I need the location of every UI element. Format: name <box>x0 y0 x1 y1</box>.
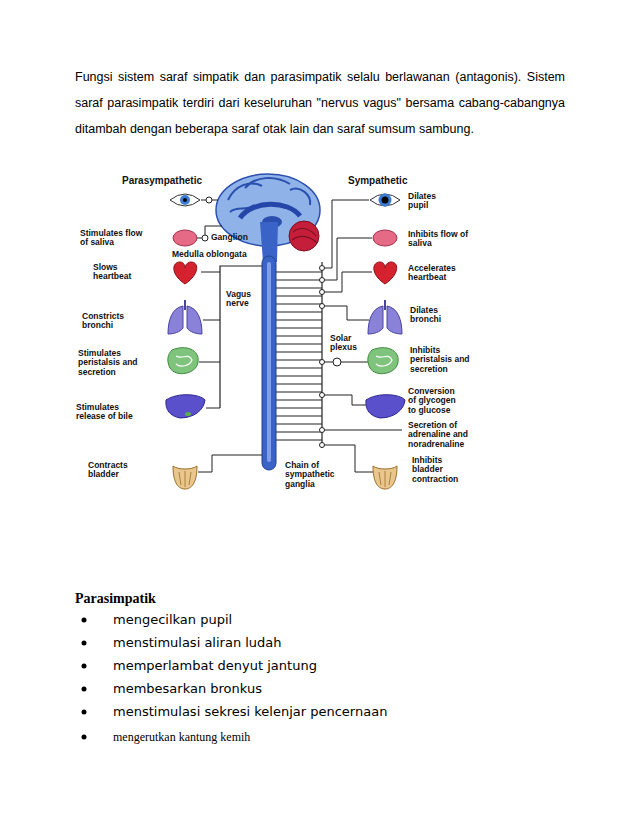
lung <box>368 306 383 334</box>
sympathetic-nerve <box>322 272 372 292</box>
ganglion-dot <box>320 443 325 448</box>
effect-label: Accelerates heartbeat <box>408 264 466 283</box>
cerebellum-fold <box>292 236 317 243</box>
organs-left <box>166 194 205 489</box>
brain-fold <box>228 184 262 200</box>
bullet-dot <box>82 735 87 740</box>
organs-right <box>366 194 405 490</box>
effect-label: Stimulates release of bile <box>76 403 146 422</box>
salivary-gland <box>173 230 197 246</box>
salivary-gland <box>373 230 397 246</box>
bullet-dot <box>82 641 87 646</box>
ganglion-dot <box>202 235 208 241</box>
sympathetic-nerve <box>322 306 369 320</box>
effect-label: Inhibits bladder contraction <box>412 456 464 484</box>
effect-label: Constricts bronchi <box>82 312 142 331</box>
bullet-item: memperlambat denyut jantung <box>113 658 317 674</box>
intestine-coil <box>176 356 192 366</box>
sympathetic-nerve <box>322 395 366 405</box>
iris <box>180 195 190 205</box>
bladder-lines <box>379 471 391 487</box>
liver <box>366 395 405 418</box>
effect-label: Stimulates peristalsis and secretion <box>78 349 142 377</box>
bullet-item: membesarkan bronkus <box>113 681 262 697</box>
brain-fold <box>245 178 290 188</box>
sympathetic-nerve <box>322 362 369 363</box>
brain-fold <box>290 189 310 205</box>
section-heading: Parasimpatik <box>75 591 156 608</box>
bullet-item: mengerutkan kantung kemih <box>113 730 250 744</box>
bladder <box>373 466 397 489</box>
bullet-item: mengecilkan pupil <box>113 612 232 628</box>
effect-label: Inhibits peristalsis and secretion <box>410 346 474 374</box>
side-heading: Sympathetic <box>348 175 407 186</box>
liver <box>166 395 205 418</box>
ganglion-dot <box>320 290 325 295</box>
ganglion-dot <box>320 428 325 433</box>
bullet-item: menstimulasi sekresi kelenjar pencernaan <box>113 704 387 720</box>
effect-label: Inhibits flow of saliva <box>408 230 470 249</box>
parasympathetic-nerve <box>198 455 262 472</box>
lung <box>187 306 202 334</box>
iris <box>379 194 392 207</box>
structure-label: Chain of sympathetic ganglia <box>285 461 341 489</box>
sympathetic-nerve <box>322 200 369 268</box>
body-paragraph: Fungsi sistem saraf simpatik dan parasim… <box>75 64 565 142</box>
corpus-callosum <box>240 204 300 218</box>
vagus-branch <box>199 272 220 408</box>
effect-label: Slows heartbeat <box>93 263 148 282</box>
bullet-dot <box>82 618 87 623</box>
effect-label: Contracts bladder <box>88 461 143 480</box>
cerebellum-fold <box>293 229 316 236</box>
trachea <box>184 300 186 310</box>
solar-plexus-symbol <box>333 358 341 366</box>
structure-label: Medulla oblongata <box>172 250 247 259</box>
spinal-nerve-lines <box>276 272 322 440</box>
ganglion-dot <box>320 304 325 309</box>
sympathetic-nerve <box>322 445 373 472</box>
heart <box>174 262 197 284</box>
bullet-dot <box>82 710 87 715</box>
stomach <box>368 348 398 374</box>
eye <box>370 194 400 206</box>
ganglion-dot <box>320 278 325 283</box>
pupil <box>382 197 389 204</box>
bladder <box>173 466 197 489</box>
eye <box>170 194 200 206</box>
trachea <box>384 300 386 310</box>
effect-label: Conversion of glycogen to glucose <box>408 387 464 415</box>
sympathetic-nerve <box>322 238 372 280</box>
effect-label: Secretion of adrenaline and noradrenalin… <box>408 421 476 449</box>
structure-label: Vagus nerve <box>226 290 258 309</box>
side-heading: Parasympathetic <box>122 175 202 186</box>
spinal-cord <box>262 256 276 470</box>
lung <box>168 306 183 334</box>
bullet-item: menstimulasi aliran ludah <box>113 635 282 651</box>
cerebellum <box>289 221 319 251</box>
ganglion-dot <box>320 393 325 398</box>
bullet-dot <box>82 664 87 669</box>
sympathetic-nerve <box>322 430 402 431</box>
ganglion-dot <box>206 197 212 203</box>
bladder-lines <box>179 471 191 487</box>
ganglion-dot <box>320 266 325 271</box>
heart <box>374 262 397 284</box>
bullet-dot <box>82 687 87 692</box>
intestine-coil <box>376 356 392 366</box>
lung <box>387 306 402 334</box>
stomach <box>168 348 198 374</box>
pupil <box>183 198 187 202</box>
effect-label: Dilates bronchi <box>410 306 455 325</box>
vagus-nerve-line <box>220 266 262 408</box>
gallbladder <box>185 412 191 416</box>
spinal-cord-core <box>267 262 271 462</box>
effect-label: Dilates pupil <box>408 192 453 211</box>
structure-label: Ganglion <box>211 233 248 242</box>
structure-label: Solar plexus <box>330 334 364 353</box>
effect-label: Stimulates flow of saliva <box>80 229 146 248</box>
ganglion-dot <box>320 360 325 365</box>
